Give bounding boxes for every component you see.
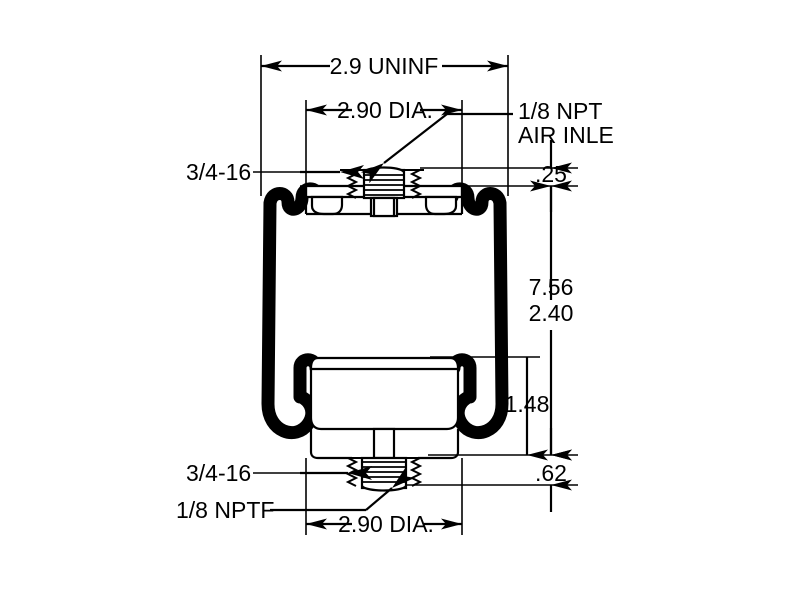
callout-bottom-port-label: 1/8 NPTF [176, 497, 274, 523]
dimension-bottom-diameter-label: 2.90 DIA. [338, 511, 434, 537]
dimension-uninflated-width: 2.9 UNINF [261, 53, 508, 79]
callout-bottom-thread-label: 3/4-16 [186, 460, 251, 486]
dimension-uninflated-width-label: 2.9 UNINF [330, 53, 439, 79]
dimension-lower-offset-label: 1.48 [505, 391, 550, 417]
bottom-piston-assembly [299, 356, 471, 460]
dimension-lower-offset: 1.48 [505, 357, 550, 461]
dimension-bottom-stud-height: .62 [535, 428, 572, 512]
callout-air-inlet-line1: 1/8 NPT [518, 98, 602, 124]
callout-bottom-thread: 3/4-16 [186, 460, 372, 486]
dimension-top-diameter: 2.90 DIA. [306, 97, 462, 123]
callout-top-thread: 3/4-16 [186, 159, 364, 185]
dimension-bottom-stud-height-label: .62 [535, 460, 567, 486]
dimension-body-height-upper-label: 7.56 [529, 274, 574, 300]
dimension-bottom-diameter: 2.90 DIA. [306, 511, 462, 537]
top-bead-plate [304, 184, 464, 216]
callout-top-thread-label: 3/4-16 [186, 159, 251, 185]
dimension-body-height-lower-label: 2.40 [529, 300, 574, 326]
dimension-top-stud-height-label: .25 [535, 161, 567, 187]
callout-air-inlet-line2: AIR INLE [518, 122, 614, 148]
callout-air-inlet: 1/8 NPT AIR INLE [360, 98, 614, 184]
callout-bottom-port: 1/8 NPTF [176, 467, 415, 523]
dimension-top-diameter-label: 2.90 DIA. [337, 97, 433, 123]
center-shaft [372, 196, 396, 218]
